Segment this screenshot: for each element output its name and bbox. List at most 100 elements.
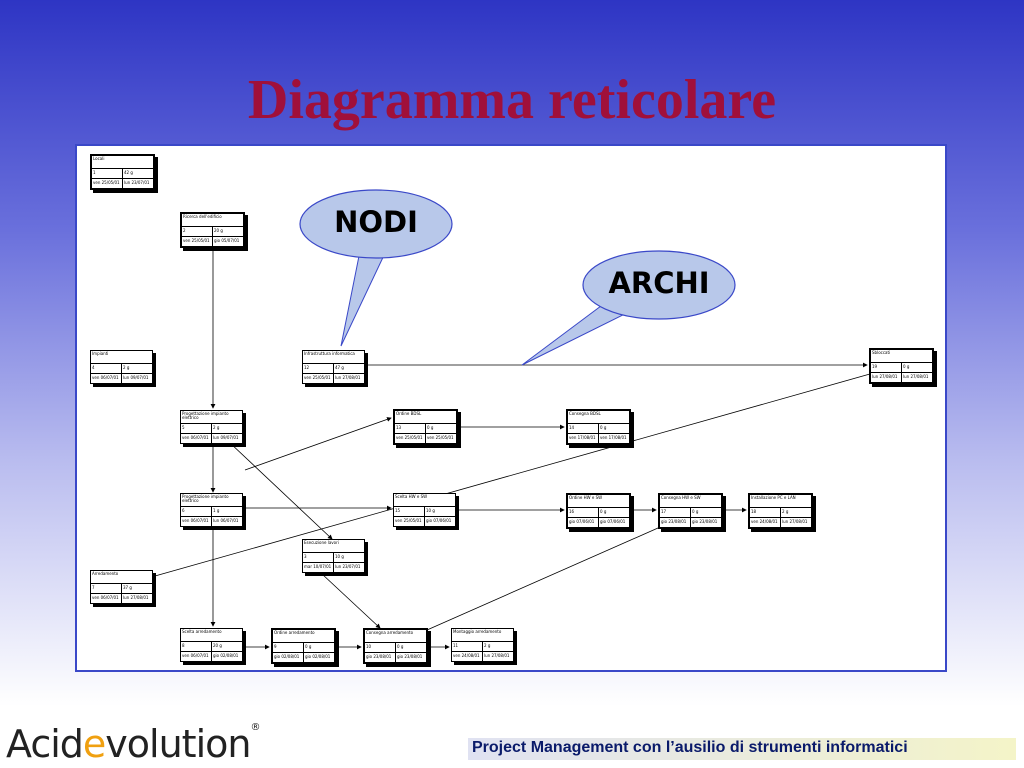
node-id: 19 <box>871 363 902 372</box>
node-duration: 0 g <box>397 644 404 649</box>
node-end: lun 27/08/01 <box>335 375 361 380</box>
node-name: Montaggio arredamento <box>452 629 513 642</box>
node-duration: 20 g <box>214 228 223 233</box>
node-name: Sbloccati <box>871 350 932 363</box>
node-end: ven 17/08/01 <box>600 435 627 440</box>
node-start: ven 25/05/01 <box>303 374 334 383</box>
node-end: gio 07/06/01 <box>426 518 452 523</box>
node-start: ven 24/08/01 <box>750 518 781 527</box>
callout-nodi-label: NODI <box>334 205 418 239</box>
node-id: 10 <box>365 643 396 652</box>
node-duration: 0 g <box>692 509 699 514</box>
node-end: lun 27/08/01 <box>484 653 510 658</box>
node-name: Consegna arredamento <box>365 630 426 643</box>
node-name: Esecuzione lavori <box>303 540 364 553</box>
node-name: Progettazione impianto elettrico <box>181 411 242 424</box>
callout-archi <box>521 250 736 366</box>
node-end: lun 27/08/01 <box>782 519 808 524</box>
node-duration: 42 g <box>124 170 133 175</box>
node-id: 3 <box>303 553 334 562</box>
logo-e: e <box>82 722 106 766</box>
node-id: 8 <box>181 642 212 651</box>
arc-n6-n7 <box>244 417 392 471</box>
node-end: gio 23/08/01 <box>397 654 423 659</box>
acidevolution-logo: Acidevolution® <box>6 722 260 766</box>
callout-archi-label: ARCHI <box>608 266 710 300</box>
arcs-layer <box>154 189 878 650</box>
footer-bar <box>468 738 1016 760</box>
node-end: ven 25/05/01 <box>427 435 454 440</box>
node-id: 16 <box>568 508 599 517</box>
node-duration: 0 g <box>305 644 312 649</box>
node-end: lun 09/07/01 <box>123 375 149 380</box>
node-start: gio 07/06/01 <box>568 518 599 527</box>
node-id: 6 <box>181 507 212 516</box>
node-duration: 20 g <box>213 643 222 648</box>
node-end: lun 27/08/01 <box>123 595 149 600</box>
node-id: 5 <box>181 424 212 433</box>
node-start: ven 24/08/01 <box>452 652 483 661</box>
node-name: Scelta arredamento <box>181 629 242 642</box>
arc-n6-n14 <box>228 441 333 540</box>
node-id: 1 <box>92 169 123 178</box>
footer-caption: Project Management con l’ausilio di stru… <box>472 739 908 756</box>
node-id: 13 <box>395 424 426 433</box>
logo-registered: ® <box>250 722 260 733</box>
node-id: 18 <box>750 508 781 517</box>
node-name: Ordine BDSL <box>395 411 456 424</box>
node-duration: 0 g <box>427 425 434 430</box>
node-start: gio 02/08/01 <box>273 653 304 662</box>
node-start: ven 06/07/01 <box>91 374 122 383</box>
node-name: Progettazione impianto elettrico <box>181 494 242 507</box>
node-start: mar 10/07/01 <box>303 563 334 572</box>
node-id: 17 <box>660 508 691 517</box>
node-name: Installazione PC e LAN <box>750 495 811 508</box>
node-start: ven 06/07/01 <box>181 652 212 661</box>
node-name: Consegna BDSL <box>568 411 629 424</box>
slide-title: Diagramma reticolare <box>247 69 777 131</box>
node-start: ven 25/05/01 <box>182 237 213 246</box>
node-id: 2 <box>182 227 213 236</box>
node-end: gio 05/07/01 <box>214 238 240 243</box>
node-end: lun 06/07/01 <box>213 518 239 523</box>
node-duration: 10 g <box>426 508 435 513</box>
node-id: 14 <box>568 424 599 433</box>
node-name: Ordine arredamento <box>273 630 334 643</box>
arc-n15-n5 <box>154 370 878 577</box>
node-end: lun 23/07/01 <box>335 564 361 569</box>
node-start: gio 23/08/01 <box>660 518 691 527</box>
node-id: 15 <box>394 507 425 516</box>
node-start: ven 06/07/01 <box>181 517 212 526</box>
node-duration: 2 g <box>213 425 220 430</box>
node-start: gio 23/08/01 <box>365 653 396 662</box>
node-start: ven 17/08/01 <box>568 434 599 443</box>
node-name: Impianti <box>91 351 152 364</box>
node-name: Ricerca dell'edificio <box>182 214 243 227</box>
arc-n14-n18 <box>321 573 381 629</box>
node-end: lun 23/07/01 <box>124 180 150 185</box>
node-duration: 2 g <box>123 365 130 370</box>
node-duration: 0 g <box>600 509 607 514</box>
node-duration: 2 g <box>484 643 491 648</box>
node-name: Scelta HW e SW <box>394 494 455 507</box>
node-start: ven 25/05/01 <box>92 179 123 188</box>
